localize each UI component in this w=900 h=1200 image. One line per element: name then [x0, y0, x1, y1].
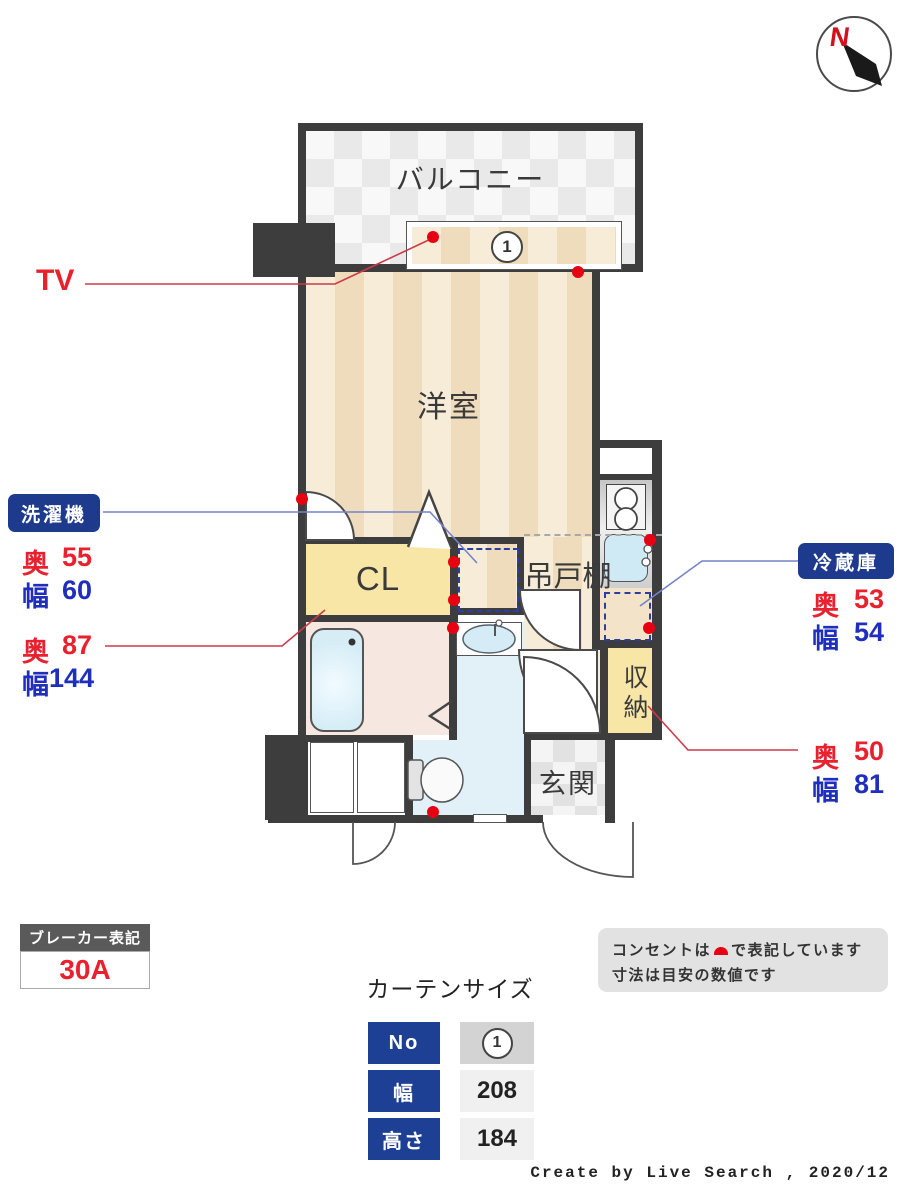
- wall: [652, 448, 662, 740]
- wall: [592, 640, 662, 648]
- washbasin-cabinet: [456, 622, 522, 656]
- wall: [298, 123, 643, 131]
- washer-tag: 洗濯機: [8, 494, 100, 532]
- wall: [524, 740, 531, 823]
- wall: [298, 131, 306, 226]
- wall: [592, 440, 662, 448]
- legend-note-line2: 寸法は目安の数値です: [612, 967, 778, 984]
- washer-position-box: [458, 548, 519, 612]
- pillar: [265, 735, 308, 820]
- bathtub: [310, 628, 364, 732]
- curtain-row-no-value: 1: [460, 1022, 534, 1064]
- entrance-label: 玄関: [539, 769, 597, 799]
- wall: [268, 815, 543, 823]
- curtain-row-width-label: 幅: [368, 1070, 440, 1112]
- wall: [450, 544, 458, 615]
- fridge-tag: 冷蔵庫: [798, 543, 894, 579]
- washroom-lower-area: [413, 740, 524, 815]
- storage-label: 収納: [620, 663, 648, 724]
- void-box: [357, 742, 405, 813]
- compass-icon: [816, 16, 892, 92]
- wall: [306, 735, 413, 742]
- service-door-arc: [352, 821, 396, 865]
- tv-label: TV: [36, 264, 75, 297]
- wall: [306, 537, 524, 544]
- wall: [635, 131, 643, 272]
- fridge-leader-line: [639, 560, 798, 607]
- legend-note: コンセントはで表記しています 寸法は目安の数値です: [598, 928, 888, 992]
- legend-note-line1: コンセントはで表記しています: [612, 942, 863, 959]
- stove: [606, 484, 646, 530]
- entrance-area: [531, 740, 605, 815]
- curtain-row-width-value: 208: [460, 1070, 534, 1112]
- credit-text: Create by Live Search , 2020/12: [530, 1164, 890, 1182]
- curtain-no-1-marker: 1: [491, 231, 523, 263]
- storage-area: [608, 648, 652, 733]
- wall: [306, 615, 458, 622]
- storage-leader-line: [647, 705, 798, 751]
- wall: [449, 615, 457, 740]
- wall: [605, 740, 615, 823]
- living-room-label: 洋室: [417, 391, 481, 424]
- cupboard-label: 吊戸棚: [524, 561, 612, 593]
- balcony-label: バルコニー: [395, 164, 546, 195]
- closet-label: CL: [355, 560, 401, 597]
- outlet-legend-icon: [714, 947, 729, 955]
- breaker-value: 30A: [20, 951, 150, 989]
- pillar: [253, 223, 335, 277]
- fridge-position-box: [604, 592, 651, 641]
- entrance-door-arc: [542, 821, 634, 878]
- void-box: [310, 742, 354, 813]
- wall: [524, 733, 662, 740]
- curtain-row-height-label: 高さ: [368, 1118, 440, 1160]
- wall: [517, 537, 524, 615]
- curtain-row-height-value: 184: [460, 1118, 534, 1160]
- small-window: [473, 814, 507, 823]
- wall: [600, 474, 652, 481]
- hallway-lower-area: [524, 650, 600, 733]
- wall: [600, 648, 608, 733]
- curtain-title: カーテンサイズ: [366, 976, 534, 1002]
- closet-leader-line: [105, 609, 326, 647]
- wall: [405, 742, 413, 823]
- breaker-title: ブレーカー表記: [20, 924, 150, 951]
- cupboard-dashed-line: [524, 534, 662, 536]
- wall: [592, 272, 600, 650]
- curtain-row-no-label: No: [368, 1022, 440, 1064]
